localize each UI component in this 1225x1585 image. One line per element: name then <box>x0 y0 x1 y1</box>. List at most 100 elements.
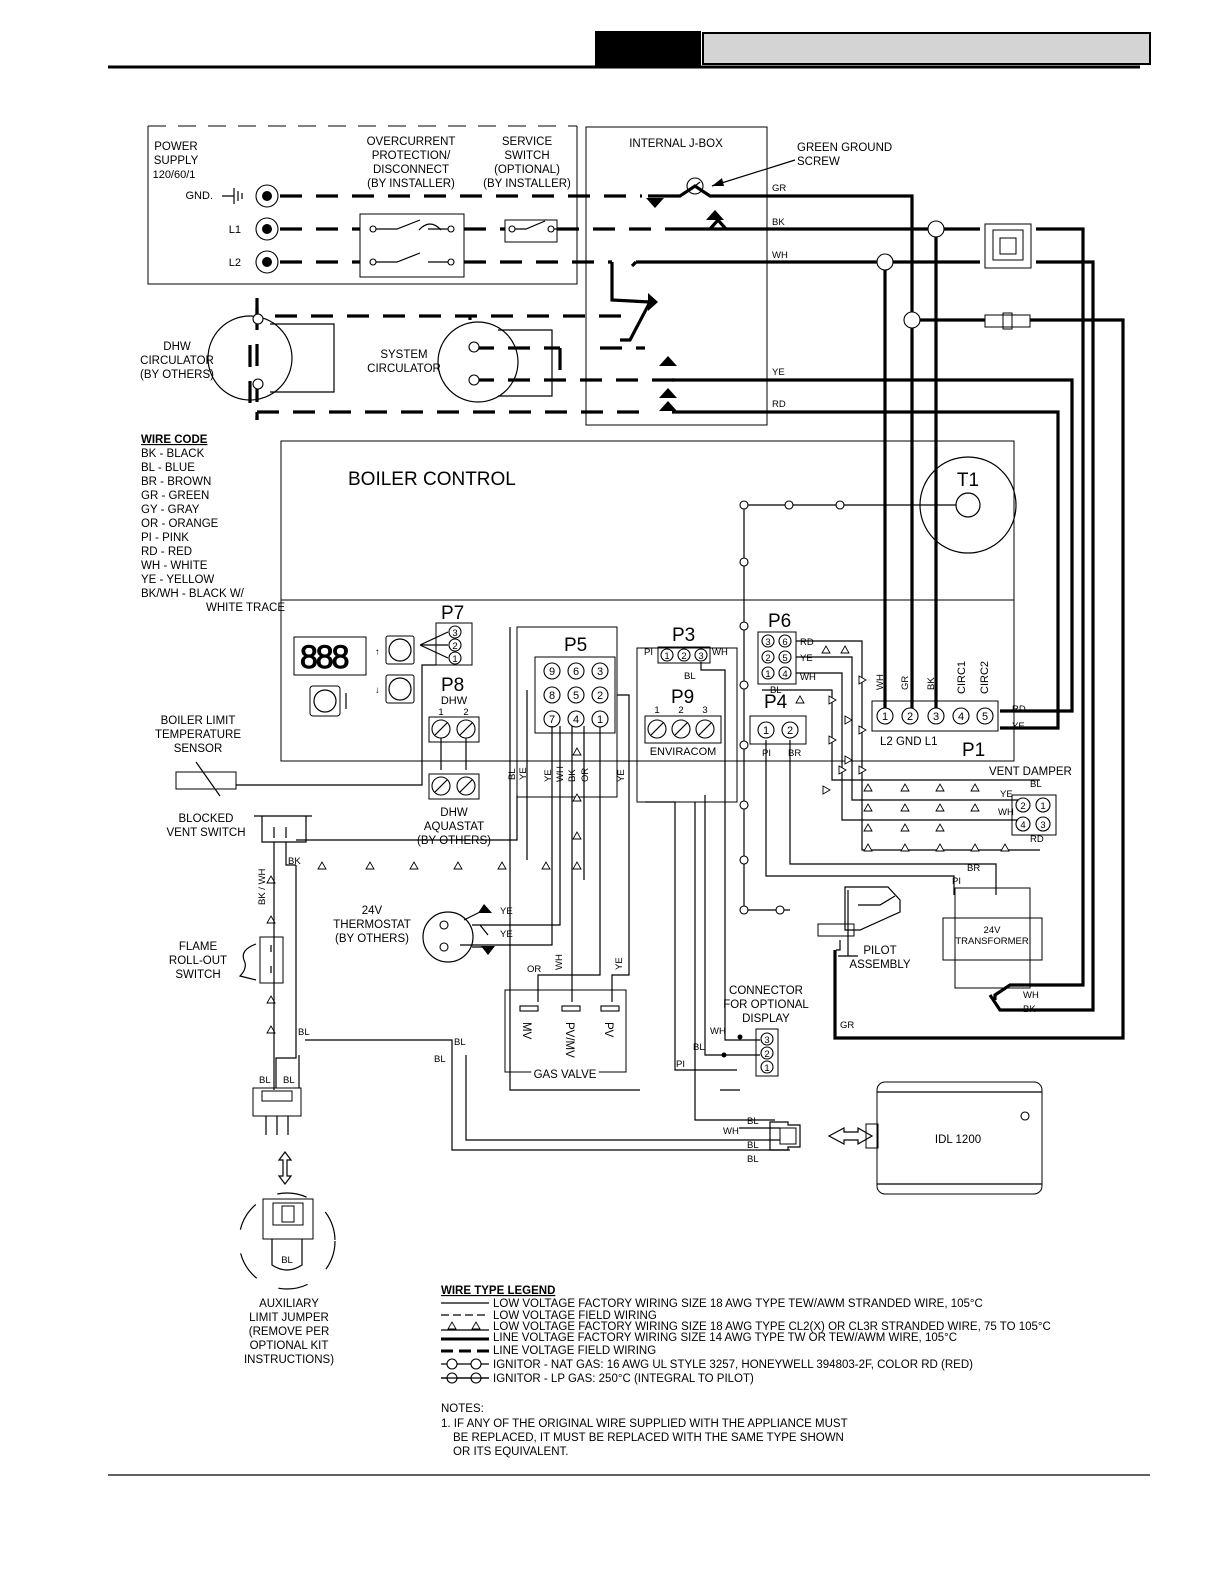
p9-label: P9 <box>671 687 694 708</box>
wh-label: WH <box>772 250 788 261</box>
svg-text:3: 3 <box>597 666 603 678</box>
svg-text:RD: RD <box>800 637 814 648</box>
gnd-label: GND. <box>186 190 214 202</box>
svg-text:BK: BK <box>1023 1004 1036 1015</box>
svg-text:BL: BL <box>454 1037 466 1048</box>
l2-label: L2 <box>229 257 241 269</box>
svg-text:(REMOVE PER: (REMOVE PER <box>249 1326 330 1338</box>
svg-text:2: 2 <box>597 690 603 702</box>
legend-title: WIRE TYPE LEGEND <box>441 1285 555 1297</box>
power-supply-label-3: 120/60/1 <box>153 169 196 181</box>
svg-text:3: 3 <box>764 1035 769 1046</box>
rd-label: RD <box>772 399 786 410</box>
boiler-limit-sensor: BOILER LIMIT TEMPERATURE SENSOR <box>155 715 241 797</box>
notes: NOTES: 1. IF ANY OF THE ORIGINAL WIRE SU… <box>441 1403 848 1458</box>
wire-code-item: WHITE TRACE <box>206 602 285 614</box>
svg-text:GR: GR <box>900 676 911 690</box>
wire-code-item: BL - BLUE <box>141 462 195 474</box>
dhw-circ-label-1: DHW <box>163 341 191 353</box>
svg-text:4: 4 <box>958 711 964 723</box>
svg-text:BL: BL <box>434 1054 446 1065</box>
svg-text:CONNECTOR: CONNECTOR <box>729 985 803 997</box>
gas-valve: MV PV/MV PV GAS VALVE <box>504 989 627 1084</box>
up-button <box>388 638 412 662</box>
svg-text:3: 3 <box>933 711 939 723</box>
svg-text:BLOCKED: BLOCKED <box>179 813 234 825</box>
ground-screw-label-1: GREEN GROUND <box>797 142 892 154</box>
svg-text:BL: BL <box>1030 779 1042 790</box>
svg-text:BL: BL <box>507 768 518 780</box>
pilot-assembly: PILOT ASSEMBLY <box>817 886 911 971</box>
svg-text:2: 2 <box>678 705 683 716</box>
service-switch-box <box>504 219 558 243</box>
svg-text:888: 888 <box>300 639 349 675</box>
power-supply-label-2: SUPPLY <box>154 155 199 167</box>
svg-text:2: 2 <box>1020 801 1025 812</box>
svg-text:2: 2 <box>463 707 468 718</box>
svg-text:YE: YE <box>500 906 513 917</box>
svg-text:(BY OTHERS): (BY OTHERS) <box>417 835 491 847</box>
svg-text:9: 9 <box>549 666 555 678</box>
svg-text:WH: WH <box>710 1026 726 1037</box>
p8-label: P8 <box>441 675 464 696</box>
svg-text:BL: BL <box>298 1027 310 1038</box>
svg-text:1: 1 <box>438 707 443 718</box>
svg-text:PV: PV <box>602 1022 614 1038</box>
svg-text:7: 7 <box>549 714 555 726</box>
svg-text:YE: YE <box>543 769 554 782</box>
svg-text:ASSEMBLY: ASSEMBLY <box>849 959 910 971</box>
reset-button <box>313 689 337 713</box>
overcurrent-label-1: OVERCURRENT <box>367 136 456 148</box>
svg-text:BL: BL <box>747 1116 759 1127</box>
legend-item: LOW VOLTAGE FACTORY WIRING SIZE 18 AWG T… <box>493 1298 983 1310</box>
svg-text:2: 2 <box>764 1049 769 1060</box>
svg-text:1: 1 <box>654 705 659 716</box>
vent-damper: VENT DAMPER 2 1 4 3 <box>989 766 1072 836</box>
dhw-circ-label-2: CIRCULATOR <box>140 355 214 367</box>
svg-text:3: 3 <box>698 651 703 662</box>
ground-screw-label-2: SCREW <box>797 156 840 168</box>
p5-label: P5 <box>564 635 587 656</box>
down-button <box>388 677 412 701</box>
svg-text:5: 5 <box>782 653 787 664</box>
svg-text:YE: YE <box>616 769 627 782</box>
overcurrent-label-3: DISCONNECT <box>373 164 449 176</box>
svg-text:1: 1 <box>882 711 888 723</box>
svg-text:BR: BR <box>788 748 801 759</box>
wire-code-item: PI - PINK <box>141 532 189 544</box>
system-circ-label-2: CIRCULATOR <box>367 363 441 375</box>
svg-text:1: 1 <box>763 725 769 737</box>
svg-text:TEMPERATURE: TEMPERATURE <box>155 729 241 741</box>
svg-text:4: 4 <box>782 669 787 680</box>
svg-text:PI: PI <box>952 876 961 887</box>
svg-text:PILOT: PILOT <box>863 945 896 957</box>
svg-text:MV: MV <box>520 1022 532 1040</box>
wire-code-item: BR - BROWN <box>141 476 211 488</box>
p4-label: P4 <box>764 692 788 713</box>
svg-text:WH: WH <box>1023 990 1039 1001</box>
wire-code-item: BK - BLACK <box>141 448 205 460</box>
svg-text:YE: YE <box>1000 789 1013 800</box>
svg-text:SENSOR: SENSOR <box>174 743 223 755</box>
enviracom-label: ENVIRACOM <box>650 746 717 758</box>
svg-text:INSTRUCTIONS): INSTRUCTIONS) <box>244 1354 334 1366</box>
svg-text:1: 1 <box>764 1063 769 1074</box>
wire-code-item: BK/WH - BLACK W/ <box>141 588 245 600</box>
svg-text:6: 6 <box>573 666 579 678</box>
svg-text:6: 6 <box>782 637 787 648</box>
svg-text:RD: RD <box>1030 834 1044 845</box>
svg-text:24V: 24V <box>984 925 1002 936</box>
vent-damper-label: VENT DAMPER <box>989 766 1072 778</box>
ye-label: YE <box>772 367 785 378</box>
svg-text:2: 2 <box>765 653 770 664</box>
svg-text:1: 1 <box>1040 801 1045 812</box>
notes-title: NOTES: <box>441 1403 484 1415</box>
svg-text:3: 3 <box>1040 820 1045 831</box>
wire-code-title: WIRE CODE <box>141 434 208 446</box>
gas-valve-label: GAS VALVE <box>534 1069 597 1081</box>
svg-text:BK: BK <box>288 856 301 867</box>
svg-text:24V: 24V <box>362 905 383 917</box>
svg-text:WH: WH <box>554 954 565 970</box>
svg-text:YE: YE <box>518 767 529 780</box>
p7-label: P7 <box>441 603 464 624</box>
